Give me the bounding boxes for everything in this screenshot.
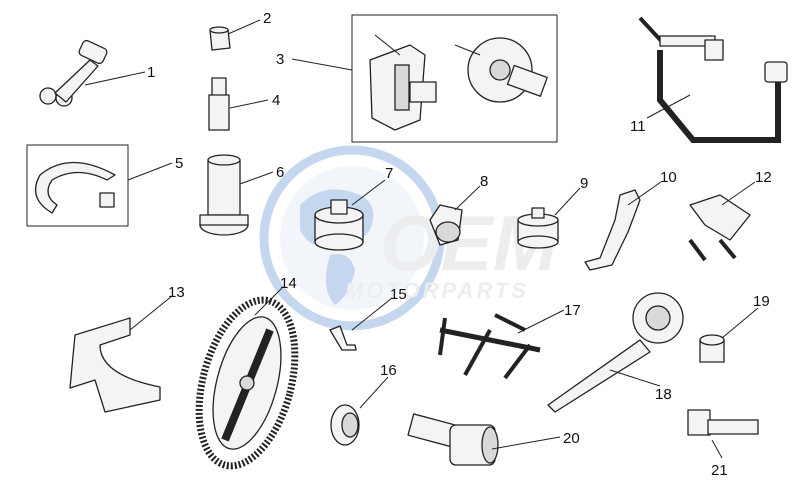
- part-17: [438, 313, 541, 380]
- label-1: 1: [147, 64, 155, 81]
- label-13: 13: [168, 284, 185, 301]
- label-17: 17: [564, 302, 581, 319]
- part-3-frame: [351, 14, 558, 143]
- label-14: 14: [280, 275, 297, 292]
- part-9: [517, 207, 559, 249]
- part-14: [195, 296, 299, 470]
- label-16: 16: [380, 362, 397, 379]
- part-8: [429, 204, 463, 246]
- label-7: 7: [385, 165, 393, 182]
- label-12: 12: [755, 169, 772, 186]
- label-20: 20: [563, 430, 580, 447]
- label-10: 10: [660, 169, 677, 186]
- label-6: 6: [276, 164, 284, 181]
- part-1: [39, 39, 108, 107]
- part-16: [330, 404, 360, 446]
- label-3: 3: [276, 51, 284, 68]
- label-8: 8: [480, 173, 488, 190]
- part-5-frame: [26, 144, 129, 227]
- part-4: [208, 77, 230, 131]
- part-5: [34, 161, 116, 214]
- label-15: 15: [390, 286, 407, 303]
- part-11: [638, 16, 788, 143]
- label-21: 21: [711, 462, 728, 479]
- part-2: [209, 26, 231, 51]
- leader-lines: [84, 19, 759, 459]
- label-2: 2: [263, 10, 271, 27]
- part-13: [69, 317, 161, 413]
- part-21: [687, 409, 759, 436]
- label-18: 18: [655, 386, 672, 403]
- label-4: 4: [272, 92, 280, 109]
- part-10: [584, 189, 641, 271]
- part-19: [699, 334, 725, 363]
- part-20: [407, 413, 499, 466]
- part-12: [688, 194, 751, 262]
- callout-labels: 1 2 3 4 5 6 7 8 9 10 11 12 13 14 15 16 1…: [147, 10, 772, 479]
- watermark-sub-text: MOTORPARTS: [345, 278, 529, 303]
- label-9: 9: [580, 175, 588, 192]
- watermark-logo: OEM MOTORPARTS: [259, 145, 560, 331]
- label-5: 5: [175, 155, 183, 172]
- label-11: 11: [630, 118, 646, 135]
- part-7: [314, 199, 364, 251]
- part-3: [369, 34, 548, 131]
- part-15: [329, 325, 357, 351]
- label-19: 19: [753, 293, 770, 310]
- part-6: [199, 154, 249, 236]
- part-18: [547, 292, 684, 413]
